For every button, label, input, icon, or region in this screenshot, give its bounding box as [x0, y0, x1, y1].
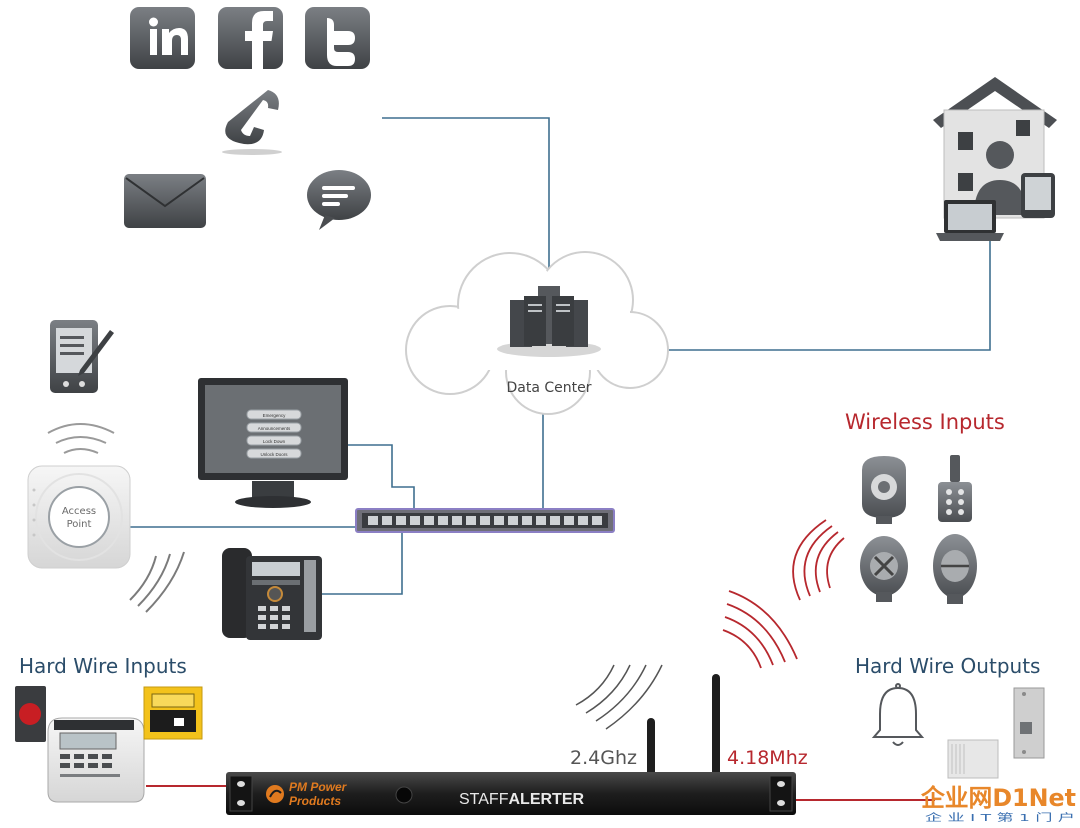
hardwire-lines	[146, 785, 935, 801]
wifi-waves-icon	[47, 423, 115, 454]
emergency-pull-station	[143, 686, 203, 740]
switch-port	[508, 516, 518, 525]
staff-alerter-rack-unit: PM Power Products STAFFALERTER	[226, 772, 796, 815]
email-icon	[124, 174, 206, 228]
switch-port	[480, 516, 490, 525]
switch-ports	[368, 516, 602, 525]
switch-port	[578, 516, 588, 525]
rack-knob	[395, 786, 413, 804]
hard-wire-outputs-title: Hard Wire Outputs	[855, 654, 1040, 678]
linkedin-icon	[130, 7, 195, 69]
link-phone-to-switch	[322, 532, 403, 595]
gray-signal-waves	[575, 664, 663, 730]
link-comms-to-cloud	[382, 117, 550, 272]
switch-port	[424, 516, 434, 525]
switch-port	[564, 516, 574, 525]
wireless-inputs-title: Wireless Inputs	[845, 410, 1005, 434]
monitor-console: Emergency Announcements Lock Down Unlock…	[198, 378, 348, 508]
access-point-device: Access Point	[27, 423, 185, 613]
red-signal-waves-left	[792, 519, 845, 601]
watermark-main: 企业网D1Net	[921, 784, 1076, 812]
switch-port	[536, 516, 546, 525]
frequency-2-4ghz: 2.4Ghz	[570, 747, 637, 769]
phone-handset-icon	[222, 90, 282, 155]
link-cloud-to-home	[652, 240, 991, 351]
staff-alerter-brand: STAFFALERTER	[459, 791, 584, 808]
facebook-icon	[218, 7, 283, 69]
switch-port	[438, 516, 448, 525]
data-center-label: Data Center	[507, 380, 592, 396]
remote-keypad	[938, 455, 972, 522]
remote-fob-x	[860, 536, 908, 602]
hard-wire-input-devices	[15, 686, 203, 803]
network-switch	[355, 508, 615, 533]
switch-port	[522, 516, 532, 525]
switch-port	[466, 516, 476, 525]
switch-port	[368, 516, 378, 525]
watermark: 企业网D1Net 企 业 I T 第 1 门 户	[921, 784, 1076, 824]
hard-wire-inputs-title: Hard Wire Inputs	[19, 654, 187, 678]
connection-lines	[128, 117, 991, 595]
switch-port	[382, 516, 392, 525]
access-point-label-line1: Access	[62, 506, 96, 517]
access-point-label-line2: Point	[67, 519, 92, 530]
bell-icon	[871, 683, 925, 746]
switch-port	[452, 516, 462, 525]
watermark-sub: 企 业 I T 第 1 门 户	[925, 811, 1075, 823]
monitor-menu: Emergency Announcements Lock Down Unlock…	[246, 409, 302, 459]
chat-bubble-icon	[307, 170, 371, 230]
wireless-remotes	[792, 455, 977, 604]
frequency-418mhz: 4.18Mhz	[727, 747, 808, 769]
alert-receiver-radio	[47, 717, 145, 803]
signal-waves-icon	[129, 551, 185, 613]
hard-wire-output-devices	[871, 683, 1045, 779]
pm-logo-line2: Products	[289, 794, 341, 808]
pm-logo-line1: PM Power	[289, 780, 348, 794]
remote-fob-round	[862, 456, 906, 524]
twitter-icon	[305, 7, 370, 69]
link-monitor-to-switch	[348, 444, 415, 516]
electric-strike-icon	[1013, 687, 1045, 759]
remote-fob-oval	[933, 534, 977, 604]
panic-button-icon	[15, 686, 46, 742]
monitor-menu-item: Emergency	[263, 413, 287, 418]
home-user-icon	[933, 77, 1057, 241]
switch-port	[550, 516, 560, 525]
switch-port	[494, 516, 504, 525]
data-center-cloud	[405, 251, 669, 415]
switch-port	[396, 516, 406, 525]
server-stack-icon	[497, 286, 601, 357]
switch-port	[410, 516, 420, 525]
monitor-menu-item: Unlock Doors	[260, 452, 288, 457]
desk-phone	[222, 548, 322, 640]
switch-port	[592, 516, 602, 525]
pda-stylus-icon	[50, 320, 114, 393]
red-signal-waves-right	[722, 590, 798, 669]
pm-logo-mark	[266, 785, 284, 803]
monitor-menu-item: Announcements	[258, 426, 291, 431]
monitor-menu-item: Lock Down	[263, 439, 286, 444]
magnetic-lock-icon	[947, 739, 999, 779]
